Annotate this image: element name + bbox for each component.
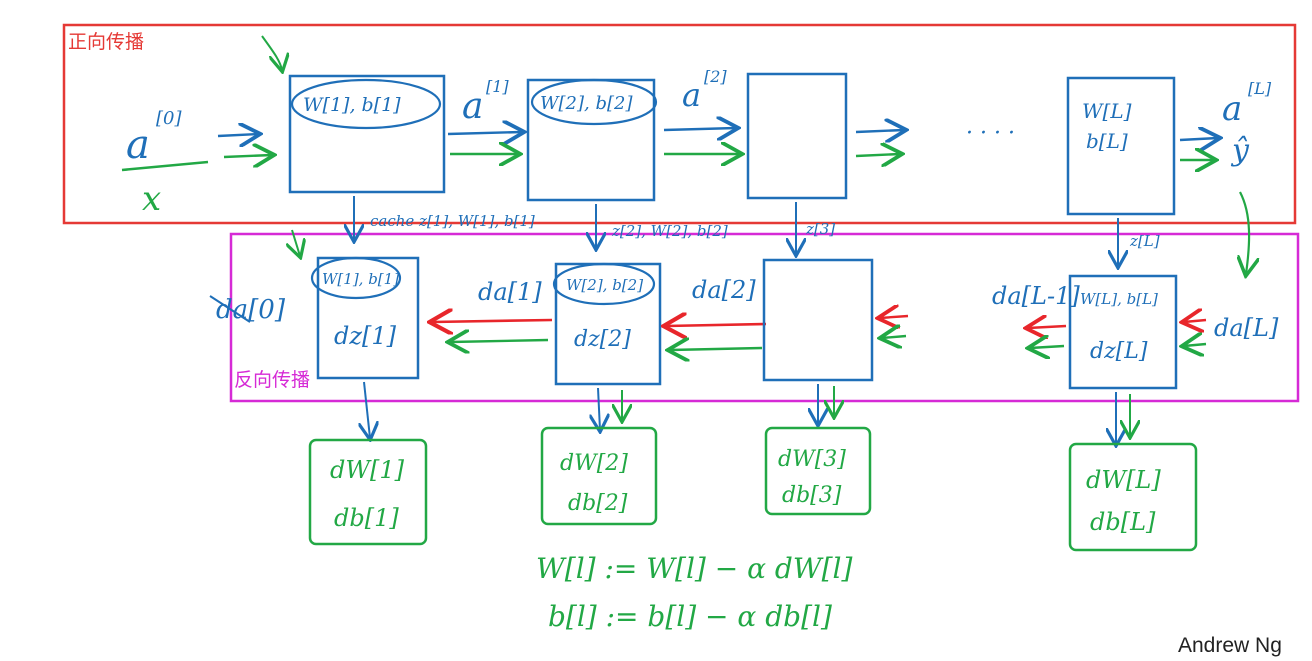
arrow-boxL-out-blue xyxy=(1179,138,1218,140)
grad-arrow-2-blue xyxy=(598,387,600,430)
forward-layer-2-params: W[2], b[2] xyxy=(540,93,633,114)
arrow-box3-to-box2-red xyxy=(666,324,767,326)
grad-box-1 xyxy=(308,438,428,546)
input-a0: a xyxy=(126,122,150,168)
arrow-boxL-to-prev-green xyxy=(1030,346,1065,348)
gradient-da1: da[1] xyxy=(478,278,542,306)
activation-a1-superscript: [1] xyxy=(486,77,509,96)
forward-layer-L-weight: W[L] xyxy=(1082,99,1132,123)
output-aL-superscript: [L] xyxy=(1248,79,1272,98)
cache-label-L: z[L] xyxy=(1129,232,1160,250)
update-rule-bias: b[l] := b[l] − α db[l] xyxy=(548,600,832,633)
grad-arrow-1 xyxy=(364,381,370,438)
activation-a2-superscript: [2] xyxy=(704,67,727,86)
grad-box-3-dW: dW[3] xyxy=(778,447,846,472)
backward-entry-arrow xyxy=(292,229,300,256)
gradient-daL-1: da[L-1] xyxy=(992,282,1080,310)
cache-label-1: cache z[1], W[1], b[1] xyxy=(370,212,535,230)
backward-propagation-frame xyxy=(229,232,1300,403)
forward-layer-L-bias: b[L] xyxy=(1086,129,1128,153)
output-aL: a xyxy=(1222,89,1242,129)
input-fraction-line xyxy=(121,160,209,172)
grad-box-L-db: db[L] xyxy=(1090,508,1156,536)
update-rule-weight: W[l] := W[l] − α dW[l] xyxy=(536,552,853,585)
gradient-da2: da[2] xyxy=(692,276,756,304)
backward-layer-L-box xyxy=(1068,274,1178,390)
backward-layer-1-params: W[1], b[1] xyxy=(322,270,399,288)
arrow-a0-to-box1-blue xyxy=(217,134,258,136)
arrow-box3-to-box2-green xyxy=(670,348,763,350)
grad-box-L-dW: dW[L] xyxy=(1086,466,1161,494)
da0-strike xyxy=(209,295,251,323)
grad-box-2 xyxy=(540,426,658,526)
arrow-box3-out-green xyxy=(855,154,900,156)
backward-layer-L-params: W[L], b[L] xyxy=(1080,290,1158,308)
input-x: x xyxy=(142,179,161,219)
backward-propagation-label: 反向传播 xyxy=(234,369,310,391)
grad-box-L xyxy=(1068,442,1198,552)
forward-layer-2-params-ellipse xyxy=(530,78,658,126)
backward-layer-1-params-ellipse xyxy=(310,256,402,300)
arrow-daL-into-boxL-red xyxy=(1184,320,1207,322)
arrow-box3-out-blue xyxy=(855,130,904,132)
author-credit: Andrew Ng xyxy=(1178,634,1282,657)
activation-a1: a xyxy=(462,86,483,127)
forward-propagation-label: 正向传播 xyxy=(68,31,144,53)
arrow-box2-to-box1-green xyxy=(450,340,549,342)
forward-propagation-frame xyxy=(62,23,1297,225)
cache-label-2: z[2], W[2], b[2] xyxy=(611,222,728,240)
cache-label-3: z[3] xyxy=(805,220,835,238)
forward-layer-1-params-ellipse xyxy=(290,78,442,130)
forward-entry-arrow xyxy=(261,35,282,70)
grad-box-2-db: db[2] xyxy=(568,491,628,516)
arrow-daL-into-boxL-green xyxy=(1184,344,1207,346)
grad-box-1-db: db[1] xyxy=(334,504,399,532)
arrow-into-box3-red xyxy=(880,316,909,318)
gradient-daL: da[L] xyxy=(1214,314,1279,342)
gradient-da0: da[0] xyxy=(216,295,286,325)
forward-layer-1-box xyxy=(288,74,446,194)
arrow-into-box3-green xyxy=(882,336,907,338)
forward-layer-L-box xyxy=(1066,76,1176,216)
arrow-x-to-box1-green xyxy=(223,155,272,157)
arrow-box2-to-box1-red xyxy=(432,320,553,322)
backward-layer-1-dz: dz[1] xyxy=(334,322,397,350)
input-a0-superscript: [0] xyxy=(156,108,182,129)
output-to-backward-arrow xyxy=(1240,191,1249,274)
arrow-box2-to-box3-blue xyxy=(663,128,736,130)
arrow-boxL-to-prev-red xyxy=(1028,326,1067,328)
forward-layer-3-box xyxy=(746,72,848,200)
output-yhat: ŷ xyxy=(1230,133,1250,168)
backward-layer-3-box xyxy=(762,258,874,382)
forward-layer-1-params: W[1], b[1] xyxy=(303,94,401,116)
grad-box-2-dW: dW[2] xyxy=(560,451,628,476)
grad-box-1-dW: dW[1] xyxy=(330,456,405,484)
grad-box-3 xyxy=(764,426,872,516)
ellipsis-dots: · · · · xyxy=(966,121,1015,146)
arrow-box1-to-box2-blue xyxy=(447,132,522,134)
activation-a2: a xyxy=(682,76,701,114)
backward-layer-2-dz: dz[2] xyxy=(574,327,631,352)
grad-box-3-db: db[3] xyxy=(782,483,842,508)
backward-layer-L-dz: dz[L] xyxy=(1090,339,1148,364)
backward-layer-2-params: W[2], b[2] xyxy=(566,276,643,294)
backward-layer-2-params-ellipse xyxy=(552,262,656,306)
